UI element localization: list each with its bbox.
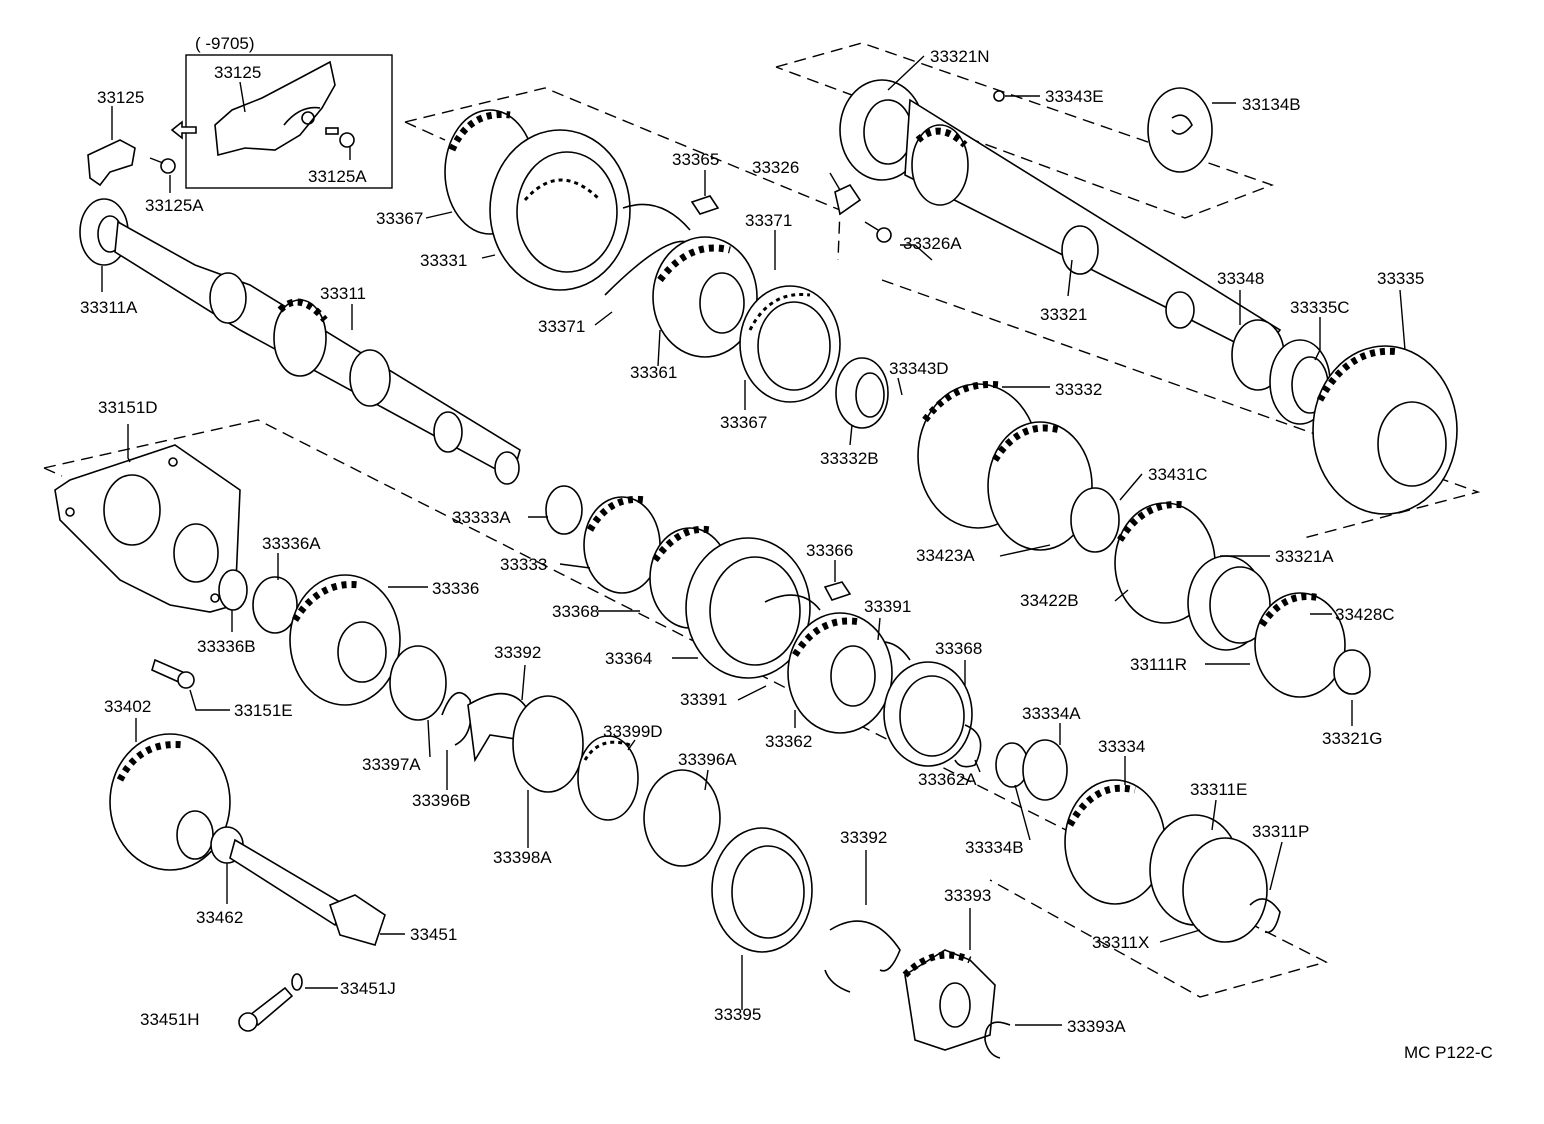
label-33367-lower: 33367 bbox=[720, 413, 767, 432]
label-33431C: 33431C bbox=[1148, 465, 1208, 484]
label-33331: 33331 bbox=[420, 251, 467, 270]
label-33125: 33125 bbox=[97, 88, 144, 107]
outline-reverse-group bbox=[881, 279, 1481, 539]
label-33392-lower: 33392 bbox=[840, 828, 887, 847]
label-33362: 33362 bbox=[765, 732, 812, 751]
label-33395: 33395 bbox=[714, 1005, 761, 1024]
label-33391-left: 33391 bbox=[680, 690, 727, 709]
label-33336: 33336 bbox=[432, 579, 479, 598]
label-33392-upper: 33392 bbox=[494, 643, 541, 662]
label-33326A: 33326A bbox=[903, 234, 962, 253]
label-33367-upper: 33367 bbox=[376, 209, 423, 228]
label-33402: 33402 bbox=[104, 697, 151, 716]
label-33336B: 33336B bbox=[197, 637, 256, 656]
label-33361: 33361 bbox=[630, 363, 677, 382]
label-33428C: 33428C bbox=[1335, 605, 1395, 624]
label-33397A: 33397A bbox=[362, 755, 421, 774]
label-33111R: 33111R bbox=[1130, 655, 1187, 674]
label-33125-inset: 33125 bbox=[214, 63, 261, 82]
label-33399D: 33399D bbox=[603, 722, 663, 741]
label-33334: 33334 bbox=[1098, 737, 1145, 756]
label-33371-right: 33371 bbox=[745, 211, 792, 230]
label-33451J: 33451J bbox=[340, 979, 396, 998]
label-33335C: 33335C bbox=[1290, 298, 1350, 317]
label-33311A: 33311A bbox=[80, 298, 138, 317]
label-33362A: 33362A bbox=[918, 770, 977, 789]
label-33134B: 33134B bbox=[1242, 95, 1301, 114]
label-33348: 33348 bbox=[1217, 269, 1264, 288]
inset-date-label: ( -9705) bbox=[195, 34, 255, 53]
inset-box: ( -9705) bbox=[170, 34, 393, 189]
label-33332B: 33332B bbox=[820, 449, 879, 468]
label-33311E: 33311E bbox=[1190, 780, 1247, 799]
label-33125A: 33125A bbox=[145, 196, 204, 215]
label-33366: 33366 bbox=[806, 541, 853, 560]
label-33151E: 33151E bbox=[234, 701, 293, 720]
label-33334A: 33334A bbox=[1022, 704, 1081, 723]
leader-lines bbox=[101, 55, 1406, 1026]
part-drawings bbox=[54, 79, 1458, 1059]
label-33343D: 33343D bbox=[889, 359, 949, 378]
label-33368-right: 33368 bbox=[935, 639, 982, 658]
label-33391-right: 33391 bbox=[864, 597, 911, 616]
label-33422B: 33422B bbox=[1020, 591, 1079, 610]
label-33396B: 33396B bbox=[412, 791, 471, 810]
outline-countershaft bbox=[775, 42, 1275, 219]
label-33321: 33321 bbox=[1040, 305, 1087, 324]
label-33398A: 33398A bbox=[493, 848, 552, 867]
label-33333A: 33333A bbox=[452, 508, 511, 527]
label-33451: 33451 bbox=[410, 925, 457, 944]
label-33396A: 33396A bbox=[678, 750, 737, 769]
label-33321G: 33321G bbox=[1322, 729, 1383, 748]
label-33321A: 33321A bbox=[1275, 547, 1334, 566]
label-33125A-inset: 33125A bbox=[308, 167, 367, 186]
outline-lower-group bbox=[43, 419, 1328, 998]
label-33371-left: 33371 bbox=[538, 317, 585, 336]
label-33335: 33335 bbox=[1377, 269, 1424, 288]
label-33321N: 33321N bbox=[930, 47, 990, 66]
label-33336A: 33336A bbox=[262, 534, 321, 553]
label-33364: 33364 bbox=[605, 649, 652, 668]
label-33333: 33333 bbox=[500, 555, 547, 574]
part-labels: 33125 33125 33125A 33125A 33311A 33311 3… bbox=[80, 47, 1493, 1062]
diagram-code: MC P122-C bbox=[1404, 1043, 1493, 1062]
label-33393A: 33393A bbox=[1067, 1017, 1126, 1036]
label-33393: 33393 bbox=[944, 886, 991, 905]
label-33311X: 33311X bbox=[1092, 933, 1149, 952]
label-33462: 33462 bbox=[196, 908, 243, 927]
label-33343E: 33343E bbox=[1045, 87, 1104, 106]
label-33311: 33311 bbox=[320, 284, 366, 303]
label-33368-left: 33368 bbox=[552, 602, 599, 621]
label-33311P: 33311P bbox=[1252, 822, 1309, 841]
label-33151D: 33151D bbox=[98, 398, 158, 417]
label-33326: 33326 bbox=[752, 158, 799, 177]
label-33365: 33365 bbox=[672, 150, 719, 169]
label-33423A: 33423A bbox=[916, 546, 975, 565]
label-33451H: 33451H bbox=[140, 1010, 200, 1029]
label-33332: 33332 bbox=[1055, 380, 1102, 399]
label-33334B: 33334B bbox=[965, 838, 1024, 857]
group-outlines bbox=[43, 42, 1481, 998]
